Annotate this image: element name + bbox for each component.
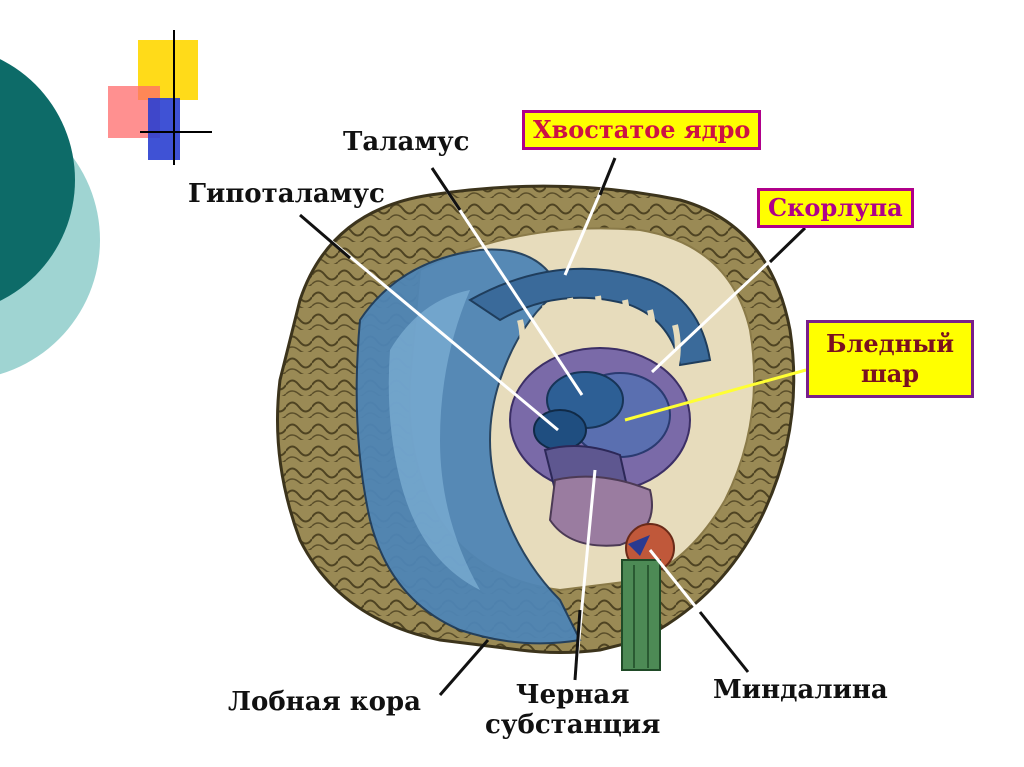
amygdala-leader-shadow [700,612,748,672]
globus-pallidus-label-line1: Бледный [815,329,965,359]
globus-pallidus-label-line2: шар [815,359,965,389]
brainstem [622,560,660,670]
globus-pallidus-label: Бледный шар [806,320,974,398]
caudate-label: Хвостатое ядро [522,110,761,150]
thalamus-label: Таламус [343,128,469,156]
hypothalamus-label: Гипоталамус [188,180,385,208]
substantia-nigra-label-line1: Черная [485,680,660,710]
substantia-nigra-label: Черная субстанция [485,680,660,740]
amygdala-label: Миндалина [713,676,888,704]
putamen-leader-shadow [770,228,805,262]
frontal-leader [440,640,488,695]
substantia-nigra-label-line2: субстанция [485,710,660,740]
frontal-cortex-label: Лобная кора [228,688,421,716]
putamen-label: Скорлупа [757,188,914,228]
